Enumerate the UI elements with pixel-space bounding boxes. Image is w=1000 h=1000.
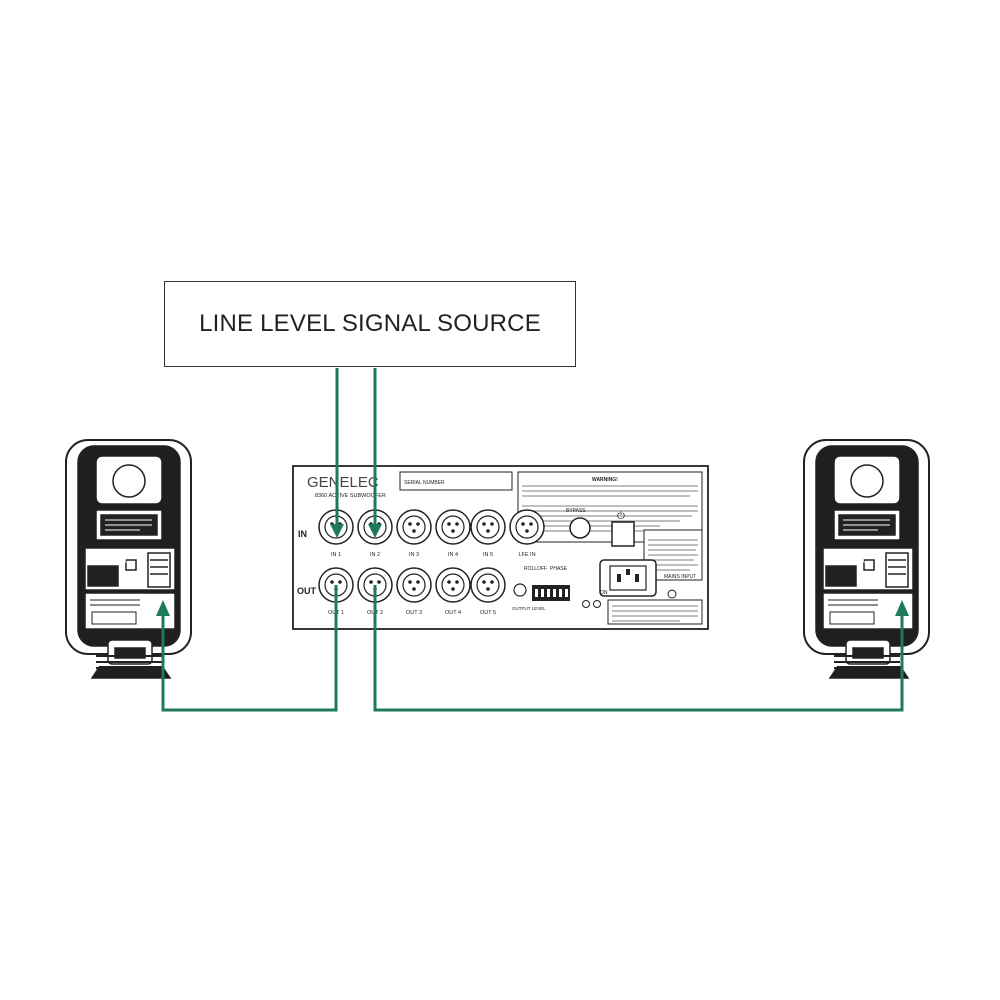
rolloff-label: ROLLOFF [524,566,547,572]
in-3-label: IN 3 [409,552,419,558]
serial-label: SERIAL NUMBER [404,480,445,486]
in-5-label: IN 5 [483,552,493,558]
out-4-label: OUT 4 [445,610,461,616]
arrow-left-speaker-icon [156,600,170,616]
lfe-in-label: LFE IN [518,552,535,558]
subwoofer-brand: GENELEC [307,474,379,491]
bypass-button [569,517,591,539]
subwoofer-panel: ⏻ [292,465,709,630]
level-knob [513,583,527,597]
phase-label: PHASE [550,566,568,572]
power-icon: ⏻ [617,511,625,522]
in-4-label: IN 4 [448,552,458,558]
arrow-in2-icon [368,524,382,538]
warning-title: WARNING! [592,477,618,483]
right-speaker-brand: GENELEC [830,556,868,565]
subwoofer-model: 8360 ACTIVE SUBWOOFER [315,493,386,499]
cable-out2-right-speaker [373,585,904,712]
right-speaker [803,439,930,679]
out-connectors [318,567,506,603]
arrow-right-speaker-icon [895,600,909,616]
cables [161,368,904,712]
bypass-label: BYPASS [566,508,586,514]
signal-source-box: LINE LEVEL SIGNAL SOURCE [164,281,576,367]
in-label: IN [298,529,307,539]
on-label: ON [600,590,608,596]
in-1-label: IN 1 [331,552,341,558]
level-label: OUTPUT LEVEL [512,606,546,611]
arrowheads [156,524,909,616]
out-label: OUT [297,586,317,596]
out-3-label: OUT 3 [406,610,422,616]
cable-out1-left-speaker [161,585,338,712]
left-speaker-brand: GENELEC [92,556,130,565]
in-2-label: IN 2 [370,552,380,558]
mains-label: MAINS INPUT [664,574,696,580]
arrow-in1-icon [330,524,344,538]
left-speaker [65,439,192,679]
out-5-label: OUT 5 [480,610,496,616]
signal-source-label: LINE LEVEL SIGNAL SOURCE [199,310,541,337]
power-switch [611,521,635,547]
